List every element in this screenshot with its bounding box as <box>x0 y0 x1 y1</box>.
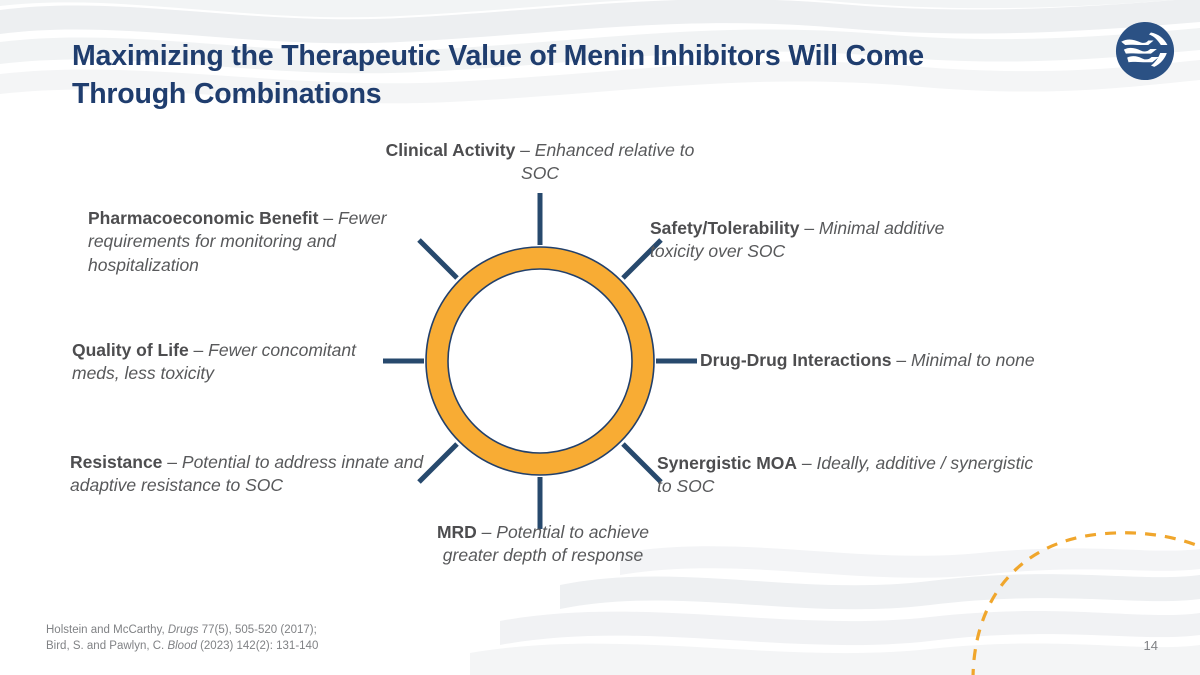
spoke-label-clinical-activity: Clinical Activity – Enhanced relative to… <box>370 139 710 186</box>
footnote-1-pre: Holstein and McCarthy, <box>46 623 168 636</box>
dashed-arc-decoration <box>971 531 1200 675</box>
spoke-label-dash: – <box>797 453 817 473</box>
spoke-label-lead: Safety/Tolerability <box>650 218 800 238</box>
spoke-label-desc: Potential to achieve greater depth of re… <box>442 522 650 566</box>
spoke-label-desc: Ideally, additive / synergistic to SOC <box>657 453 1034 497</box>
spoke-label-desc: Fewer requirements for monitoring and ho… <box>88 208 387 275</box>
spoke-line-synergistic-moa <box>621 442 663 484</box>
hub-ring-inner-outline <box>447 268 633 454</box>
spoke-label-mrd: MRD – Potential to achieve greater depth… <box>412 521 674 568</box>
spoke-label-dash: – <box>188 340 209 360</box>
spoke-label-lead: Resistance <box>70 452 163 472</box>
spoke-label-lead: Clinical Activity <box>385 140 516 160</box>
footnote-1-post: 77(5), 505-520 (2017); <box>198 623 317 636</box>
spoke-label-drug-drug-interactions: Drug-Drug Interactions – Minimal to none <box>700 349 1130 372</box>
spoke-label-lead: Pharmacoeconomic Benefit <box>88 208 319 228</box>
spoke-label-dash: – <box>162 452 182 472</box>
spoke-label-lead: MRD <box>436 522 477 542</box>
spoke-label-lead: Quality of Life <box>72 340 189 360</box>
spoke-label-desc: Fewer concomitant meds, less toxicity <box>72 340 356 384</box>
footnote-line-1: Holstein and McCarthy, Drugs 77(5), 505-… <box>46 622 318 639</box>
spoke-label-dash: – <box>515 140 535 160</box>
hub-ring <box>426 247 654 475</box>
spoke-label-dash: – <box>891 350 912 370</box>
footnote-2-pre: Bird, S. and Pawlyn, C. <box>46 640 168 653</box>
spoke-label-desc: Enhanced relative to SOC <box>521 140 695 184</box>
footnote-2-journal: Blood <box>167 640 197 653</box>
slide-title: Maximizing the Therapeutic Value of Meni… <box>72 40 924 110</box>
footnote-1-journal: Drugs <box>167 623 199 636</box>
spoke-label-resistance: Resistance – Potential to address innate… <box>70 451 430 498</box>
footnote-line-2: Bird, S. and Pawlyn, C. Blood (2023) 142… <box>46 638 318 655</box>
company-logo-icon <box>1115 21 1175 81</box>
spoke-label-lead: Synergistic MOA <box>657 453 798 473</box>
slide-number: 14 <box>1143 638 1158 653</box>
spoke-label-pharmacoeconomic-benefit: Pharmacoeconomic Benefit – Fewer require… <box>88 207 428 277</box>
spoke-label-quality-of-life: Quality of Life – Fewer concomitant meds… <box>72 339 382 386</box>
spoke-label-desc: Minimal additive toxicity over SOC <box>650 218 945 262</box>
spoke-label-dash: – <box>318 208 338 228</box>
spoke-label-desc: Minimal to none <box>911 350 1035 370</box>
footnote-citations: Holstein and McCarthy, Drugs 77(5), 505-… <box>46 622 318 655</box>
spoke-label-synergistic-moa: Synergistic MOA – Ideally, additive / sy… <box>657 452 1037 499</box>
spoke-label-desc: Potential to address innate and adaptive… <box>70 452 424 496</box>
footnote-2-post: (2023) 142(2): 131-140 <box>196 640 319 653</box>
spoke-label-safety-tolerability: Safety/Tolerability – Minimal additive t… <box>650 217 980 264</box>
spoke-label-lead: Drug-Drug Interactions <box>700 350 892 370</box>
spoke-label-dash: – <box>799 218 819 238</box>
spoke-label-dash: – <box>476 522 497 542</box>
hub-ring-outer-outline <box>425 246 655 476</box>
